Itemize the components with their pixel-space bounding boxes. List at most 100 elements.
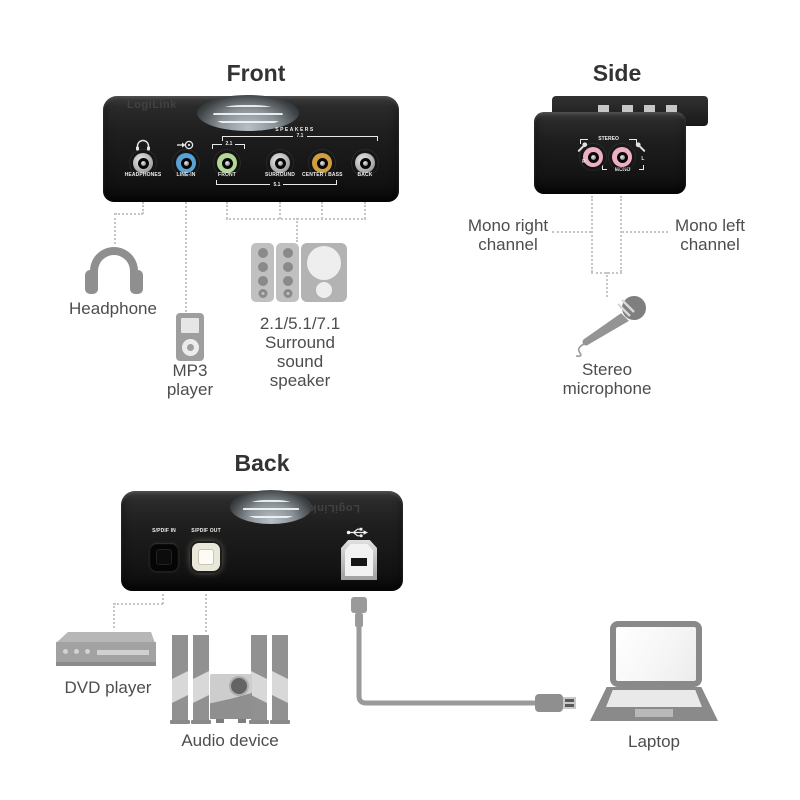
usb-b-port: [341, 540, 377, 580]
headphone-earpad-left: [85, 270, 98, 294]
mp3-player-icon: [176, 313, 204, 361]
connector-line: [321, 202, 323, 219]
dvd-button: [63, 649, 68, 654]
dvd-button: [85, 649, 90, 654]
connector-line: [205, 594, 207, 632]
subwoofer-panel: [210, 693, 252, 719]
dvd-player-front: [56, 642, 156, 666]
left-jack-marker: L: [641, 156, 645, 162]
mono-left-line2: channel: [680, 235, 740, 254]
dvd-disc-tray: [97, 650, 149, 655]
port-slot: [666, 105, 677, 113]
right-jack-marker: R: [582, 159, 586, 165]
connector-line: [162, 594, 164, 604]
side-title: Side: [592, 60, 642, 86]
spdif-out-port: [192, 543, 220, 571]
mono-right-line1: Mono right: [467, 216, 549, 235]
dvd-player-icon: [56, 632, 155, 643]
line-in-icon: [177, 140, 194, 150]
back-jack-label: BACK: [357, 172, 373, 178]
speaker-label-line3: speaker: [269, 371, 331, 390]
connector-line: [552, 231, 591, 233]
mono-bracket: MONO: [602, 164, 645, 173]
audio-subwoofer-icon: [210, 674, 252, 723]
front-volume-dome: [197, 95, 299, 131]
laptop-keyboard: [606, 690, 702, 707]
audio-tower-icon: [249, 635, 269, 724]
audio-tower-icon: [170, 635, 190, 724]
connector-line: [226, 202, 228, 219]
mono-left-line1: Mono left: [675, 216, 745, 235]
mono-label: MONO: [615, 167, 631, 173]
stereo-microphone-icon: [575, 296, 646, 357]
spdif-in-label: S/PDIF IN: [152, 528, 176, 534]
speakers-21-bracket: 2.1: [212, 141, 245, 150]
audio-tower-icon: [191, 635, 211, 724]
stereo-label: STEREO: [598, 136, 619, 142]
bracket-51-label: 5.1: [273, 182, 280, 188]
surround-speaker-label: 2.1/5.1/7.1 Surround sound speaker: [240, 314, 360, 390]
headphone-earpad-right: [130, 270, 143, 294]
dome-grille-lines: [243, 499, 299, 520]
laptop-base: [590, 687, 718, 721]
back-speaker-jack: [355, 153, 375, 173]
surround-jack: [270, 153, 290, 173]
mic-label-line2: microphone: [562, 379, 652, 398]
surround-jack-label: SURROUND: [264, 172, 296, 178]
connector-line: [279, 202, 281, 219]
dvd-player-label: DVD player: [64, 678, 152, 697]
laptop-icon: [610, 621, 702, 687]
center-bass-jack: [312, 153, 332, 173]
port-slot: [598, 105, 609, 113]
usb-b-port-slot: [351, 557, 367, 566]
dvd-button: [74, 649, 79, 654]
spdif-in-port: [150, 543, 178, 571]
bracket-21-label: 2.1: [225, 141, 232, 147]
audio-tower-icon: [270, 635, 290, 724]
microphone-icon: [577, 142, 588, 152]
headphones-icon: [136, 139, 150, 151]
front-brand-text: LogiLink: [127, 99, 177, 111]
spdif-out-label: S/PDIF OUT: [191, 528, 221, 534]
side-device-body: [534, 112, 686, 194]
mic-right-jack: [583, 147, 603, 167]
mono-right-channel-label: Mono right channel: [462, 216, 554, 254]
usb-icon: [346, 527, 368, 538]
front-speaker-jack: [217, 153, 237, 173]
front-title: Front: [226, 60, 286, 86]
mp3-wheel: [181, 339, 199, 356]
mono-right-line2: channel: [478, 235, 538, 254]
stereo-microphone-label: Stereo microphone: [547, 360, 667, 398]
audio-device-label: Audio device: [181, 731, 279, 750]
mic-left-jack: [612, 147, 632, 167]
mp3-label-line1: MP3: [172, 361, 208, 380]
back-brand-text: LogiLink: [310, 502, 360, 514]
connector-line: [115, 213, 143, 215]
laptop-label: Laptop: [628, 732, 680, 751]
connector-line: [591, 196, 593, 272]
usb-cable: [351, 597, 576, 712]
connector-line: [113, 603, 115, 628]
laptop-touchpad: [635, 709, 673, 717]
subwoofer-foot: [216, 719, 224, 723]
stereo-bracket: STEREO: [580, 136, 637, 145]
speaker-label-line2: Surround sound: [265, 333, 335, 371]
speakers-heading: SPEAKERS: [275, 127, 315, 133]
line-in-jack: [176, 153, 196, 173]
subwoofer-foot: [238, 719, 246, 723]
subwoofer-cone: [231, 678, 247, 694]
connector-line: [114, 603, 163, 605]
headphones-jack: [133, 153, 153, 173]
microphone-icon: [635, 142, 646, 152]
connector-line: [364, 202, 366, 219]
back-title: Back: [234, 450, 290, 476]
connector-line: [606, 272, 608, 297]
mp3-screen: [181, 318, 199, 333]
connector-line: [622, 231, 668, 233]
mono-left-channel-label: Mono left channel: [664, 216, 756, 254]
port-slot: [644, 105, 655, 113]
headphone-label: Headphone: [69, 299, 157, 318]
